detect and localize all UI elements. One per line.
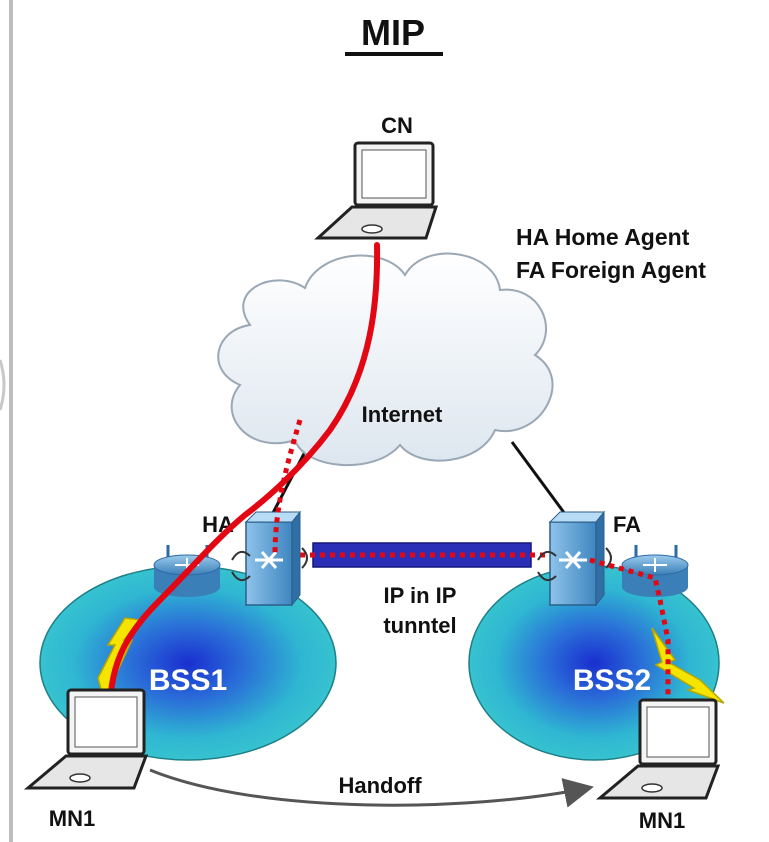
fa-label: FA xyxy=(613,512,641,537)
tunnel-label-line2: tunntel xyxy=(383,613,456,638)
mn1-right-laptop xyxy=(595,698,721,800)
internet-label: Internet xyxy=(362,402,443,427)
slide-edge-mark xyxy=(0,359,6,411)
link-internet-fa xyxy=(510,441,570,519)
legend-fa: FA Foreign Agent xyxy=(516,257,706,283)
legend-ha: HA Home Agent xyxy=(516,224,690,250)
bss1-label: BSS1 xyxy=(149,664,227,697)
diagram-title: MIP xyxy=(361,12,425,53)
red-dotted-to-ha xyxy=(272,419,303,556)
red-dotted-to-mn1-right xyxy=(589,557,671,700)
fa-switch xyxy=(537,510,612,607)
bss2-label: BSS2 xyxy=(573,664,651,697)
bss2-wireless-bolt xyxy=(651,627,725,704)
mn1-right-label: MN1 xyxy=(639,808,685,833)
handoff-label: Handoff xyxy=(338,773,422,798)
tunnel-label-line1: IP in IP xyxy=(384,583,457,608)
title-underline xyxy=(345,52,443,56)
internet-cloud xyxy=(217,252,554,466)
red-data-path xyxy=(107,242,381,713)
fa-wireless-router xyxy=(621,545,689,597)
cn-laptop xyxy=(314,141,439,240)
handoff-arrow xyxy=(149,768,594,808)
slide-divider xyxy=(9,0,13,842)
cn-label: CN xyxy=(381,113,413,138)
mn1-left-laptop xyxy=(23,688,149,790)
mn1-left-label: MN1 xyxy=(49,806,95,831)
